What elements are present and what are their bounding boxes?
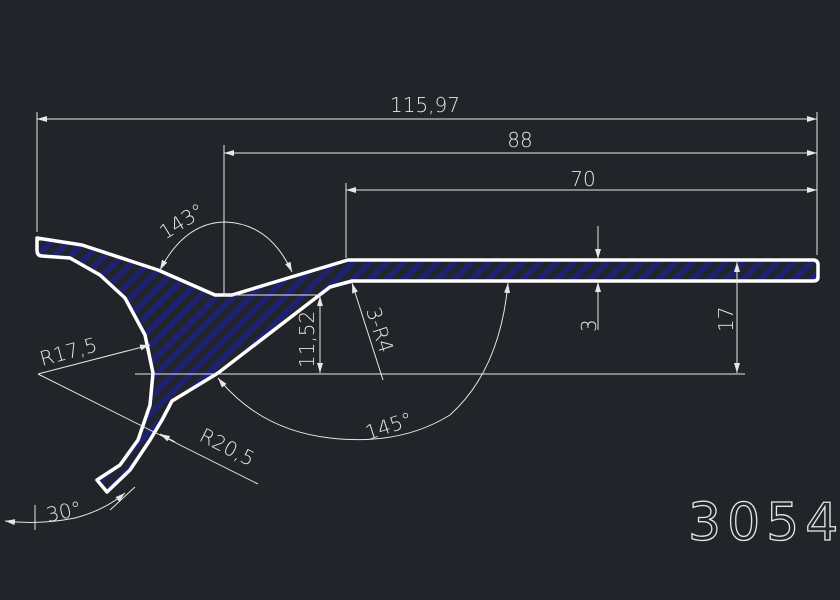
dim-text-r20-5: R20,5 (196, 423, 259, 471)
dimension-fillets: 3-R4 (351, 282, 398, 381)
dimension-70: 70 (345, 167, 817, 258)
dim-text-30: 30° (44, 496, 84, 527)
dimension-angle-30: 30° (4, 486, 136, 530)
dim-text-thickness: 3 (577, 319, 601, 332)
dim-text-r17-5: R17,5 (37, 333, 100, 371)
extrusion-profile (35, 236, 820, 494)
dim-text-145: 145° (362, 407, 415, 445)
dimension-thickness: 3 (577, 226, 601, 332)
dim-text-17: 17 (714, 307, 738, 332)
dim-text-overall: 115,97 (390, 93, 460, 117)
dim-text-143: 143° (155, 198, 209, 244)
dimension-radius-20-5: R20,5 (37, 373, 259, 485)
dimension-88: 88 (223, 128, 817, 295)
dim-text-11-52: 11,52 (295, 311, 319, 368)
dimension-angle-143: 143° (155, 198, 293, 273)
dim-text-88: 88 (507, 128, 532, 152)
dimension-radius-17-5: R17,5 (37, 333, 151, 375)
dimension-17: 17 (714, 262, 740, 373)
dim-text-70: 70 (570, 167, 595, 191)
part-number: 3054 (688, 493, 840, 553)
dimension-overall-length: 115,97 (36, 93, 818, 255)
